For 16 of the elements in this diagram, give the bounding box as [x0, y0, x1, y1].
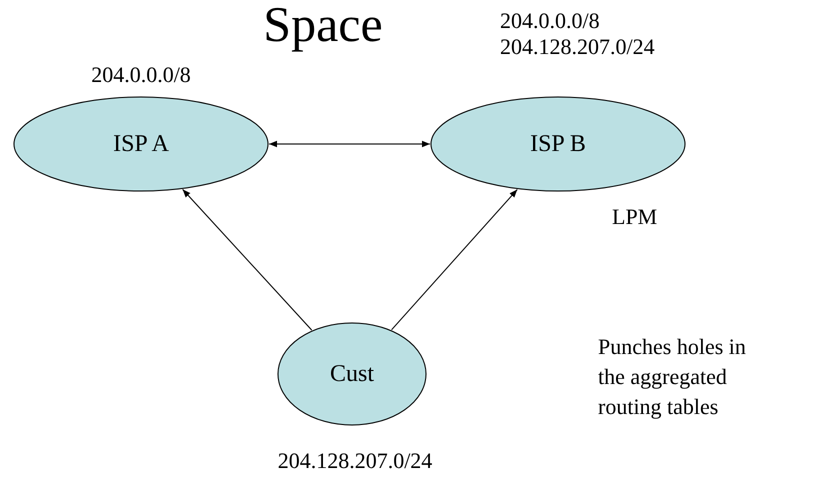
note-text: Punches holes in the aggregated routing tables [598, 333, 747, 421]
prefix-label: 204.0.0.0/8 [500, 8, 601, 34]
node-label: ISP A [113, 130, 169, 158]
prefix-label: 204.128.207.0/24 [500, 34, 656, 60]
node-label: Cust [330, 360, 374, 388]
note-text: LPM [612, 203, 658, 231]
ellipse-node [277, 322, 427, 426]
arrow [182, 188, 312, 331]
arrow [391, 189, 518, 330]
ellipse-node [13, 96, 269, 192]
title: Space [262, 0, 384, 54]
arrow [268, 140, 430, 148]
prefix-label: 204.0.0.0/8 [90, 62, 192, 88]
node-label: ISP B [530, 130, 586, 158]
prefix-label: 204.128.207.0/24 [276, 448, 434, 474]
ellipse-node [430, 96, 686, 192]
